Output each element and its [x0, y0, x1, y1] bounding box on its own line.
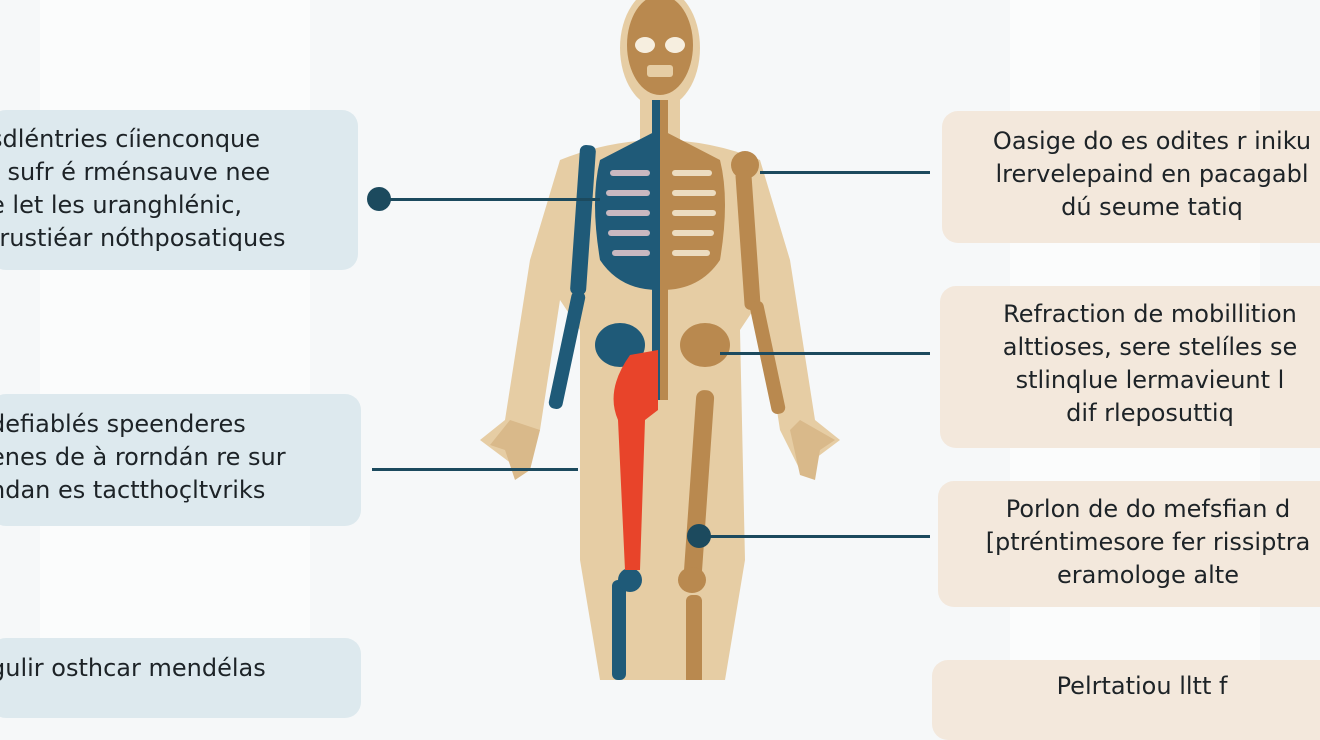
callout-text: defiablés speenderes	[0, 410, 246, 438]
callout-right-2: Refraction de mobillition alttioses, ser…	[940, 286, 1320, 448]
connector-line	[372, 468, 578, 471]
callout-text: Refraction de mobillition	[1003, 300, 1297, 328]
callout-text: e let les uranghlénic,	[0, 191, 243, 219]
skull	[627, 0, 693, 95]
ribs-left	[606, 170, 650, 256]
callout-text: r sufr é rménsauve nee	[0, 158, 271, 186]
connector-line	[760, 171, 930, 174]
callout-right-4: Pelrtatiou lltt f	[932, 660, 1320, 740]
callout-left-1: sdléntries cíienconque r sufr é rménsauv…	[0, 110, 358, 270]
callout-text: dú seume tatiq	[1061, 193, 1243, 221]
skeleton-left-blue	[548, 100, 660, 680]
callout-text: [ptréntimesore fer rissiptra	[985, 528, 1311, 556]
callout-text: sdléntries cíienconque	[0, 125, 261, 153]
skeleton-right-tan	[660, 100, 786, 680]
callout-text: eramologe alte	[1057, 561, 1239, 589]
callout-text: gulir osthcar mendélas	[0, 654, 266, 682]
callout-text: lrervelepaind en pacagabl	[995, 160, 1309, 188]
callout-right-3: Porlon de do mefsfian d [ptréntimesore f…	[938, 481, 1320, 607]
connector-dot	[367, 187, 391, 211]
ribs-right	[672, 170, 716, 256]
highlighted-femur	[613, 350, 658, 570]
callout-right-1: Oasige do es odites r iniku lrervelepain…	[942, 111, 1320, 243]
connector-dot	[687, 524, 711, 548]
callout-text: Pelrtatiou lltt f	[1056, 672, 1228, 700]
callout-text: trustiéar nóthposatiques	[0, 224, 286, 252]
callout-text: ndan es tactthoçltvriks	[0, 476, 266, 504]
callout-text: alttioses, sere stelíles se	[1002, 333, 1298, 361]
connector-line	[698, 535, 930, 538]
callout-text: stlinqlue lermavieunt l	[1015, 366, 1285, 394]
callout-text: enes de à rorndán re sur	[0, 443, 286, 471]
callout-text: Porlon de do mefsfian d	[1005, 495, 1291, 523]
skeleton-figure	[480, 0, 840, 680]
callout-text: dif rleposuttiq	[1066, 399, 1234, 427]
callout-left-2: defiablés speenderes enes de à rorndán r…	[0, 394, 361, 526]
callout-text: Oasige do es odites r iniku	[992, 127, 1312, 155]
connector-line	[378, 198, 600, 201]
hands	[490, 420, 835, 480]
callout-left-3: gulir osthcar mendélas	[0, 638, 361, 718]
connector-line	[720, 352, 930, 355]
